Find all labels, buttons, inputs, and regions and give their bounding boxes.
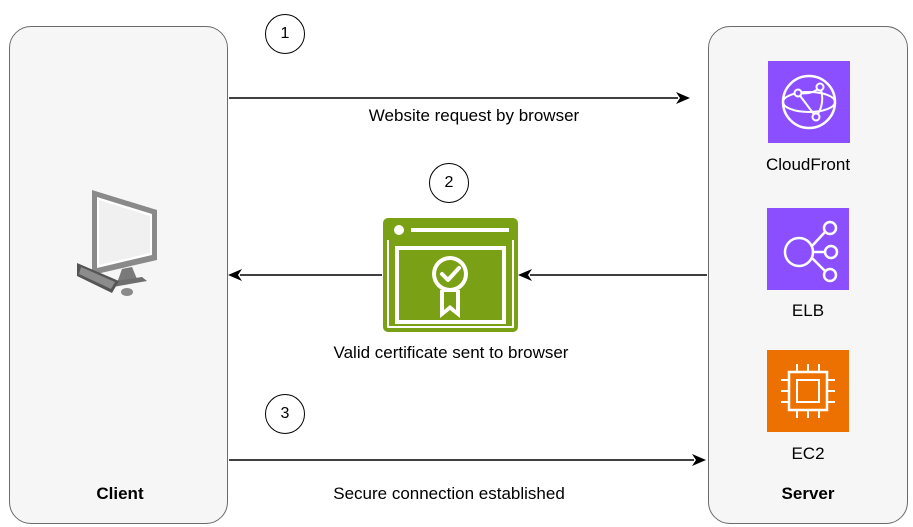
step-1-label: Website request by browser: [368, 106, 580, 125]
elb-icon: [767, 208, 849, 290]
server-label: Server: [781, 484, 835, 503]
ec2-icon: [767, 350, 849, 432]
certificate-icon: [383, 218, 518, 332]
cloudfront-icon: [768, 61, 850, 143]
step-2-label: Valid certificate sent to browser: [333, 343, 569, 362]
step-1-badge: 1: [265, 14, 305, 54]
step-3-label: Secure connection established: [333, 484, 565, 503]
service-label-cloudfront: CloudFront: [765, 155, 851, 174]
arrow-certificate-to-client: [228, 269, 382, 281]
desktop-computer-icon: [77, 190, 157, 296]
client-container: [9, 26, 228, 524]
step-3-badge: 3: [265, 394, 305, 434]
step-2-badge: 2: [429, 163, 469, 203]
client-label: Client: [96, 484, 144, 503]
service-label-ec2: EC2: [791, 444, 825, 463]
arrow-secure-connection: [229, 454, 706, 466]
service-label-elb: ELB: [791, 301, 825, 320]
arrow-certificate-from-server: [518, 269, 707, 281]
arrow-request: [229, 92, 690, 104]
